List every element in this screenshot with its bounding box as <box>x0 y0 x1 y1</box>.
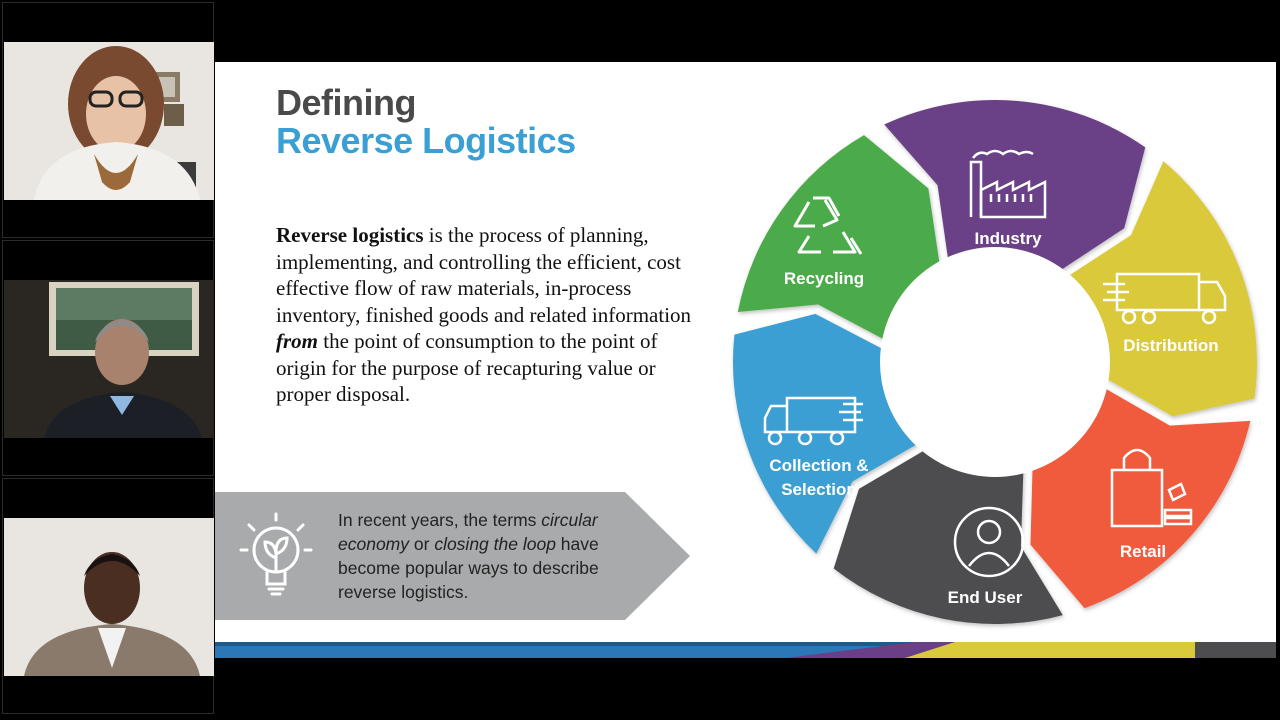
cycle-segment-retail <box>1030 386 1251 609</box>
cycle-segment-collection <box>733 313 920 554</box>
definition-term: Reverse logistics <box>276 223 424 247</box>
cycle-label-distribution: Distribution <box>1123 336 1218 355</box>
participant-video-2[interactable] <box>4 280 214 438</box>
cycle-segment-distribution <box>1065 161 1257 417</box>
definition-text-1: is the process of planning, implementing… <box>276 223 692 327</box>
user-icon <box>953 506 1025 578</box>
collection-truck-icon <box>763 396 863 446</box>
cycle-center <box>880 247 1110 477</box>
cycle-label-end-user: End User <box>948 588 1023 607</box>
cycle-label-collection-1: Collection & <box>769 456 868 475</box>
recycle-icon <box>793 196 863 255</box>
shopping-bag-icon <box>1110 448 1193 528</box>
callout-text: In recent years, the terms circular econ… <box>338 508 638 604</box>
cycle-segment-recycling <box>737 135 940 342</box>
participant-video-1[interactable] <box>4 42 214 200</box>
cycle-segment-industry <box>884 100 1146 272</box>
definition-text-2: the point of consumption to the point of… <box>276 329 658 406</box>
cycle-label-collection-2: Selection <box>781 480 857 499</box>
participant-video-3[interactable] <box>4 518 214 676</box>
cycle-segment-end-user <box>833 448 1063 624</box>
definition-paragraph: Reverse logistics is the process of plan… <box>276 222 696 408</box>
slide-footer-band <box>215 642 1276 658</box>
delivery-truck-icon <box>1103 272 1227 325</box>
factory-icon <box>969 149 1047 219</box>
callout-emphasis-2: closing the loop <box>434 534 556 554</box>
slide-title-line1: Defining <box>276 82 416 123</box>
cycle-label-industry: Industry <box>974 229 1042 248</box>
callout-text-part3: have become popular ways to describe rev… <box>338 534 599 602</box>
lightbulb-icon <box>239 512 313 596</box>
callout-text-part2: or <box>409 534 435 554</box>
cycle-label-retail: Retail <box>1120 542 1166 561</box>
callout-text-part1: In recent years, the terms <box>338 510 542 530</box>
slide-title-line2: Reverse Logistics <box>276 120 576 161</box>
callout-banner <box>215 492 690 620</box>
callout-emphasis-1: circular economy <box>338 510 598 554</box>
cycle-label-recycling: Recycling <box>784 269 864 288</box>
definition-emphasis: from <box>276 329 318 353</box>
shared-slide: Defining Reverse Logistics Reverse logis… <box>215 62 1276 658</box>
reverse-logistics-cycle: Industry Distribution Retail End User <box>733 100 1257 624</box>
